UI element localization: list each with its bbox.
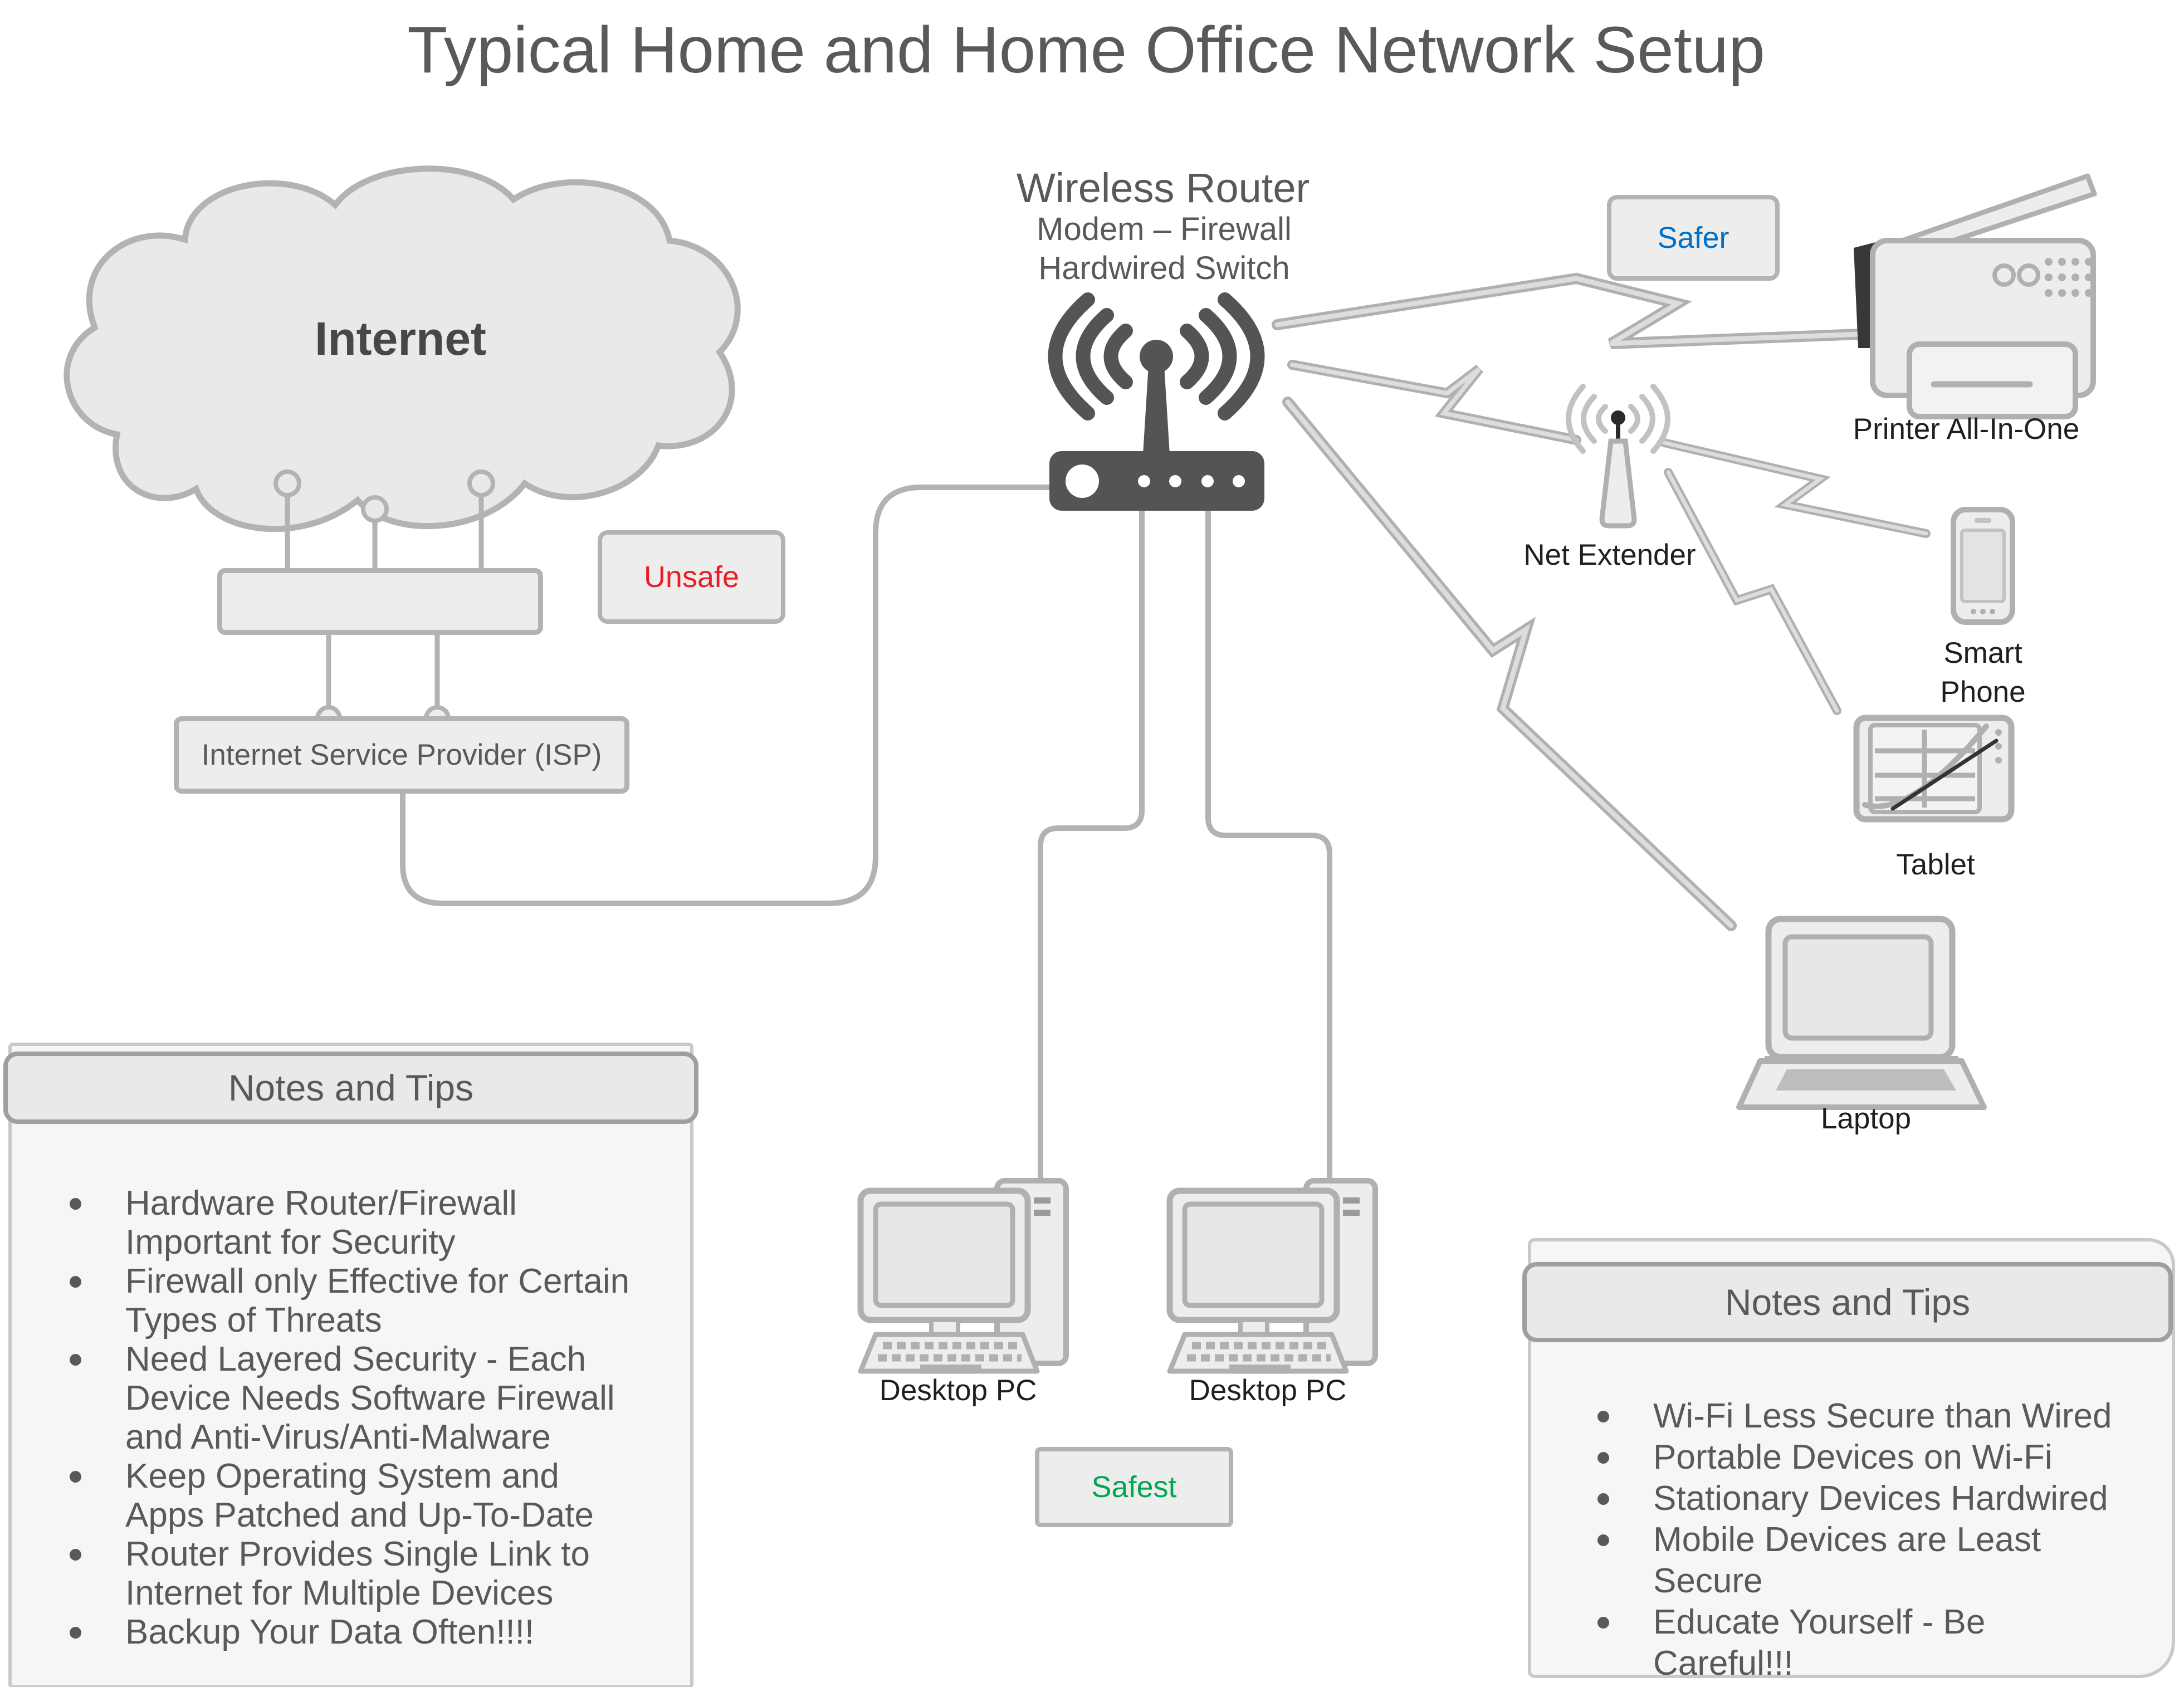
laptop-screen [1782, 934, 1934, 1041]
smartphone-icon [1951, 507, 2015, 625]
wifi-lightning-bolt-icon [1664, 468, 1841, 715]
antenna-mast [1143, 365, 1170, 454]
notes-left-list: Hardware Router/Firewall Important for S… [64, 1184, 666, 1652]
wifi-waves-icon [1048, 292, 1265, 420]
safer-badge: Safer [1607, 195, 1780, 281]
phone-screen [1960, 529, 2006, 603]
note-item: Router Provides Single Link to Internet … [64, 1535, 666, 1613]
desktop-pc-1-label: Desktop PC [879, 1374, 1037, 1407]
wifi-lightning-bolt-icon [1660, 438, 1931, 538]
tablet-side-buttons [1995, 729, 2002, 764]
router-subtitle-hardwired-switch: Hardwired Switch [1038, 250, 1290, 286]
extender-wifi-waves-icon [1566, 384, 1670, 454]
laptop-label: Laptop [1820, 1102, 1912, 1135]
safest-badge-label: Safest [1091, 1470, 1177, 1504]
wifi-lightning-bolt-icon [1282, 397, 1737, 931]
printer-output-tray [1907, 341, 2078, 419]
isp-to-router-wire [400, 485, 1054, 906]
note-item: Need Layered Security - Each Device Need… [64, 1340, 666, 1457]
pc-drive-bay [1034, 1210, 1051, 1216]
note-item: Backup Your Data Often!!!! [64, 1613, 666, 1652]
internet-backbone-box [217, 568, 543, 635]
note-item: Portable Devices on Wi-Fi [1592, 1437, 2154, 1478]
note-item: Wi-Fi Less Secure than Wired [1592, 1396, 2154, 1437]
printer-label: Printer All-In-One [1853, 413, 2080, 446]
phone-button-dot [1980, 609, 1986, 614]
wifi-lightning-bolt-icon [1287, 360, 1581, 445]
laptop-keyboard-area [1776, 1069, 1956, 1091]
net-extender-label: Net Extender [1523, 539, 1696, 571]
tablet-icon [1853, 715, 2015, 823]
desktop-pc-2-label: Desktop PC [1189, 1374, 1347, 1407]
notes-left-title: Notes and Tips [228, 1067, 474, 1108]
smartphone-label-line2: Phone [1940, 676, 2026, 708]
backbone-to-isp-lines [315, 625, 451, 732]
safest-badge: Safest [1035, 1447, 1233, 1527]
safer-badge-label: Safer [1657, 221, 1729, 255]
printer-button [1992, 263, 2016, 287]
wireless-router-icon [1048, 292, 1265, 511]
internet-cloud-label: Internet [314, 312, 487, 365]
pc-drive-bay [1343, 1210, 1360, 1216]
notes-and-tips-left-header: Notes and Tips [3, 1052, 698, 1124]
isp-label: Internet Service Provider (ISP) [201, 739, 602, 771]
router-port-dot [1169, 475, 1181, 487]
note-item: Keep Operating System and Apps Patched a… [64, 1457, 666, 1535]
notes-and-tips-right-header: Notes and Tips [1522, 1262, 2173, 1342]
pc-drive-bay [1034, 1197, 1051, 1204]
router-body [1049, 451, 1264, 511]
cloud-connector-dot [467, 470, 495, 497]
cloud-connector-dot [273, 470, 301, 497]
page-title: Typical Home and Home Office Network Set… [407, 13, 1765, 87]
antenna-ball [1140, 340, 1173, 373]
desktop-pc-icon [1166, 1178, 1378, 1374]
router-to-desktop1-wire [1038, 505, 1145, 1192]
extender-antenna-ball [1611, 410, 1625, 425]
cloud-connector-dot [361, 495, 389, 523]
note-item: Educate Yourself - Be Careful!!! [1592, 1602, 2154, 1684]
wifi-lightning-bolts [1272, 272, 1931, 931]
printer-keypad-dots [2045, 258, 2093, 297]
router-port-dot [1201, 475, 1214, 487]
printer-button [2017, 263, 2040, 287]
net-extender-icon [1566, 384, 1670, 529]
pc-screen [1182, 1201, 1325, 1308]
router-port-dot [1233, 475, 1245, 487]
laptop-icon [1736, 916, 1987, 1110]
router-port-large [1066, 464, 1099, 498]
phone-button-dot [1990, 609, 1995, 614]
note-item: Firewall only Effective for Certain Type… [64, 1262, 666, 1340]
wifi-lightning-bolt-icon [1272, 272, 1865, 349]
wireless-router-title: Wireless Router [1016, 165, 1310, 211]
printer-all-in-one-icon [1854, 173, 2097, 419]
isp-box: Internet Service Provider (ISP) [174, 716, 629, 794]
router-port-dot [1138, 475, 1150, 487]
tablet-stylus-icon [1890, 739, 1999, 811]
note-item: Mobile Devices are Least Secure [1592, 1519, 2154, 1602]
unsafe-badge-label: Unsafe [643, 560, 740, 594]
router-to-desktop2-wire [1205, 505, 1332, 1192]
notes-and-tips-left-box [8, 1043, 693, 1687]
extender-tower [1599, 438, 1637, 529]
note-item: Hardware Router/Firewall Important for S… [64, 1184, 666, 1262]
router-subtitle-modem-firewall: Modem – Firewall [1037, 211, 1292, 247]
note-item: Stationary Devices Hardwired [1592, 1478, 2154, 1519]
phone-button-dot [1971, 609, 1976, 614]
notes-right-title: Notes and Tips [1724, 1282, 1971, 1323]
unsafe-badge: Unsafe [598, 530, 785, 624]
tablet-screen-grid [1875, 730, 1975, 808]
desktop-pc-icon [857, 1178, 1069, 1374]
pc-drive-bay [1343, 1197, 1360, 1204]
smartphone-label-line1: Smart [1943, 637, 2022, 669]
pc-screen [873, 1201, 1015, 1308]
internet-cloud-icon [63, 165, 741, 570]
tablet-label: Tablet [1896, 848, 1975, 881]
phone-speaker [1975, 518, 1991, 523]
